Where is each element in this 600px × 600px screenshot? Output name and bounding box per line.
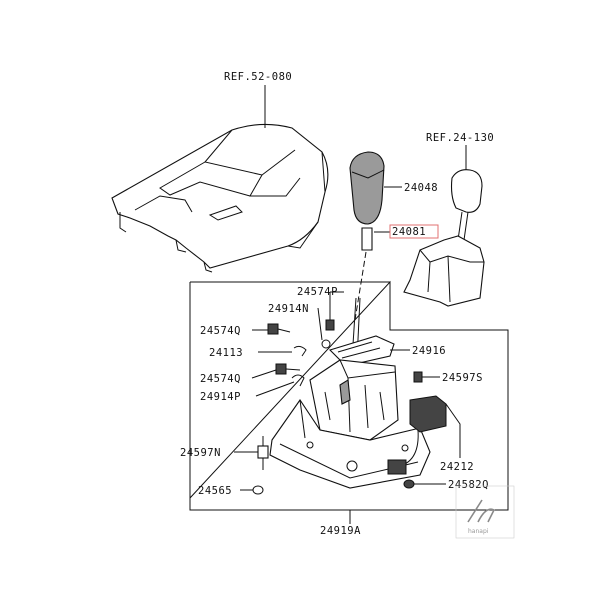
part-grommet-label: 24565 bbox=[198, 485, 232, 497]
part-knob-label: 24048 bbox=[404, 182, 438, 194]
part-nut-top-label: 24914N bbox=[268, 303, 309, 315]
part-bolt-q1-label: 24574Q bbox=[200, 325, 241, 337]
part-clip-label: 24113 bbox=[209, 347, 243, 359]
shift-base-assembly bbox=[269, 297, 447, 489]
part-bushing-label: 24582Q bbox=[448, 479, 489, 491]
shift-knob bbox=[349, 151, 385, 251]
part-bolt-top-label: 24574P bbox=[297, 286, 338, 298]
console-drawing bbox=[111, 123, 329, 273]
highlight-box bbox=[389, 224, 439, 239]
part-screw-s-label: 24597S bbox=[442, 372, 483, 384]
part-knob-pin-label: 24081 bbox=[392, 226, 426, 238]
part-bolt-n-label: 24597N bbox=[180, 447, 221, 459]
watermark-logo: hanapi bbox=[455, 485, 515, 539]
shifter-drawing bbox=[403, 169, 485, 307]
part-plate-label: 24916 bbox=[412, 345, 446, 357]
part-sensor-label: 24212 bbox=[440, 461, 474, 473]
part-bolt-q2-label: 24574Q bbox=[200, 373, 241, 385]
ref-console-label: REF.52-080 bbox=[224, 71, 292, 83]
ref-shifter-label: REF.24-130 bbox=[426, 132, 494, 144]
part-assembly-label: 24919A bbox=[320, 525, 361, 537]
watermark-text: hanapi bbox=[468, 528, 489, 535]
part-nut-p-label: 24914P bbox=[200, 391, 241, 403]
